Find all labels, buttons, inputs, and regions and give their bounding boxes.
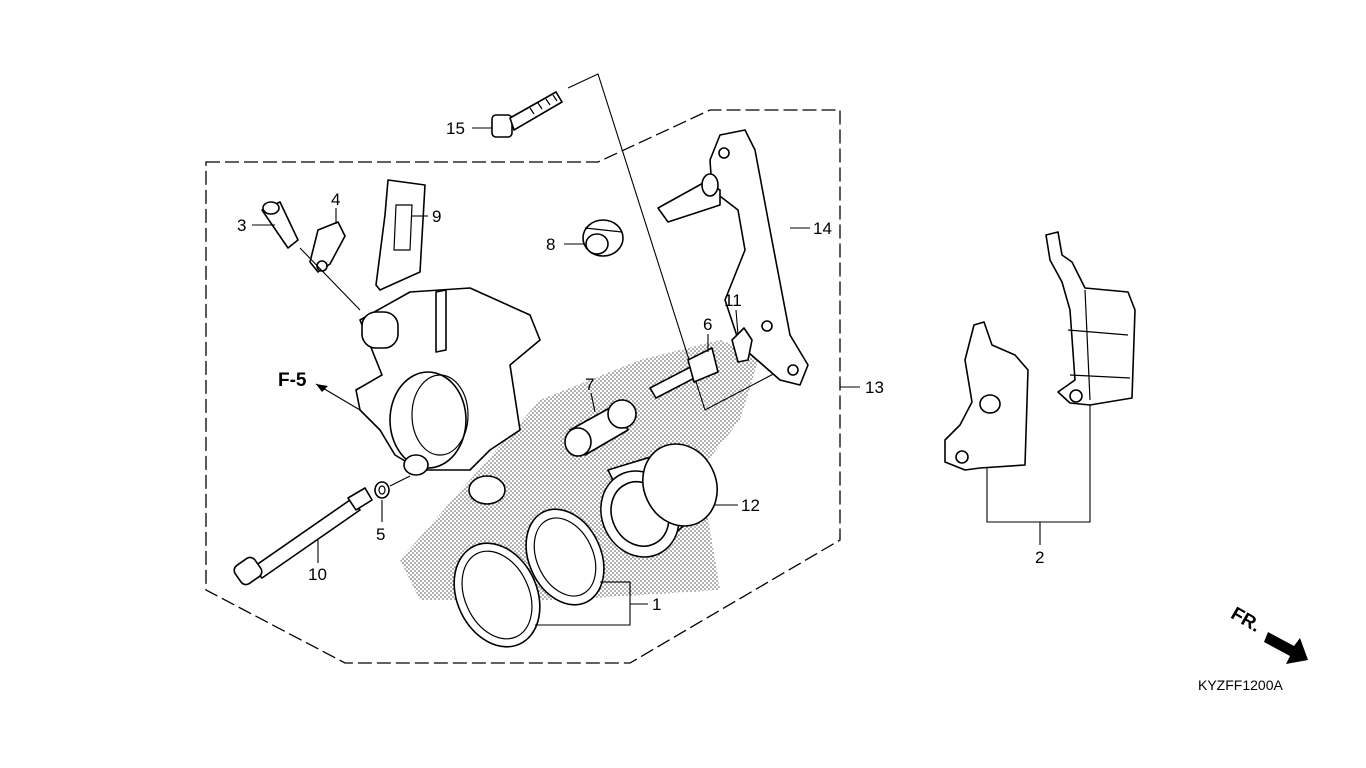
leader-7 (590, 392, 596, 413)
callout-8: 8 (546, 235, 555, 254)
boot-8 (582, 219, 624, 257)
callout-11: 11 (724, 291, 742, 310)
reference-f5: F-5 (278, 370, 307, 391)
pin-10 (233, 487, 373, 586)
front-direction-label: FR. (1227, 603, 1264, 636)
callout-4: 4 (331, 190, 340, 209)
callout-7: 7 (585, 375, 594, 394)
callout-12: 12 (741, 496, 760, 515)
front-arrow-icon (1264, 632, 1308, 664)
callout-6: 6 (703, 315, 712, 334)
callout-1: 1 (652, 595, 661, 614)
callout-2: 2 (1035, 548, 1044, 567)
bolt-15 (491, 91, 563, 138)
bleeder-3 (261, 201, 299, 249)
callout-10: 10 (308, 565, 327, 584)
washer-5 (374, 481, 390, 499)
clip-11 (731, 327, 753, 363)
bolt-7 (564, 399, 637, 457)
caliper-body (355, 287, 541, 505)
pin-6 (649, 347, 719, 399)
f5-arrow (316, 384, 328, 392)
callout-5: 5 (376, 525, 385, 544)
callout-15: 15 (446, 119, 465, 138)
leader-2 (986, 405, 1091, 545)
leader-11 (735, 309, 739, 336)
assembly-outline (205, 109, 841, 664)
leader-bleeder (299, 247, 361, 311)
leader-5b (389, 475, 411, 487)
brake-pads-2 (944, 231, 1136, 471)
seals-1 (453, 508, 605, 648)
callout-9: 9 (432, 207, 441, 226)
callout-3: 3 (237, 216, 246, 235)
leader-1 (535, 581, 648, 626)
diagram-code: KYZFF1200A (1198, 677, 1283, 693)
piston-12 (600, 443, 718, 558)
bracket-14 (657, 129, 809, 386)
callout-13: 13 (865, 378, 884, 397)
callout-14: 14 (813, 219, 832, 238)
bolt-guide-line (567, 73, 801, 411)
pad-spring-9 (375, 179, 426, 291)
